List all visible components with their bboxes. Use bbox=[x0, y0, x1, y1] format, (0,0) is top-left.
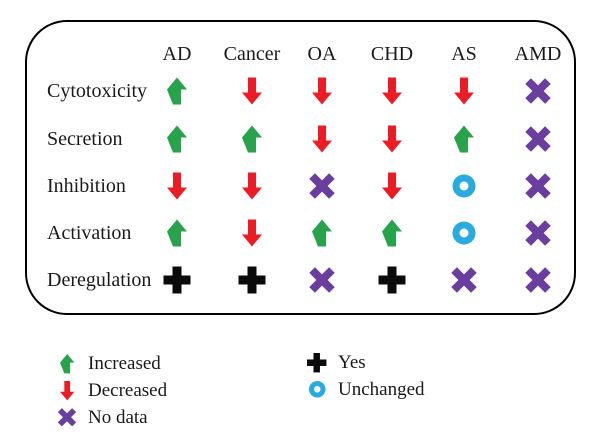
down-arrow-icon bbox=[167, 172, 187, 200]
up-arrow-icon bbox=[454, 125, 474, 153]
cell-deregulation-ad bbox=[163, 266, 191, 294]
cell-deregulation-chd bbox=[378, 266, 406, 294]
legend-icon-wrap bbox=[304, 381, 330, 398]
legend-item-unchanged: Unchanged bbox=[304, 376, 425, 403]
legend-label-decreased: Decreased bbox=[88, 380, 168, 401]
up-arrow-icon bbox=[167, 125, 187, 153]
cell-secretion-oa bbox=[312, 125, 332, 153]
down-arrow-icon bbox=[382, 77, 402, 105]
cross-icon bbox=[525, 78, 551, 104]
legend-icon-wrap bbox=[54, 408, 80, 427]
cell-cytotoxicity-cancer bbox=[242, 77, 262, 105]
ring-icon bbox=[452, 221, 476, 245]
plus-icon bbox=[378, 266, 406, 294]
row-label-cytotoxicity: Cytotoxicity bbox=[47, 80, 147, 102]
legend-item-yes: Yes bbox=[304, 349, 425, 376]
cross-icon bbox=[309, 267, 335, 293]
ring-icon bbox=[308, 381, 326, 398]
down-arrow-icon bbox=[312, 125, 332, 153]
cross-icon bbox=[57, 408, 77, 427]
down-arrow-icon bbox=[454, 77, 474, 105]
cell-inhibition-ad bbox=[167, 172, 187, 200]
cell-inhibition-chd bbox=[382, 172, 402, 200]
row-label-deregulation: Deregulation bbox=[47, 269, 152, 291]
cross-icon bbox=[525, 126, 551, 152]
cell-deregulation-as bbox=[451, 267, 477, 293]
cell-cytotoxicity-amd bbox=[525, 78, 551, 104]
legend-item-decreased: Decreased bbox=[54, 377, 167, 404]
cell-secretion-amd bbox=[525, 126, 551, 152]
cell-activation-oa bbox=[312, 219, 332, 247]
column-header-cancer: Cancer bbox=[223, 43, 281, 65]
up-arrow-icon bbox=[312, 219, 332, 247]
cell-cytotoxicity-ad bbox=[167, 77, 187, 105]
row-label-secretion: Secretion bbox=[47, 128, 123, 150]
down-arrow-icon bbox=[59, 380, 75, 401]
column-header-chd: CHD bbox=[370, 43, 414, 65]
cell-deregulation-cancer bbox=[238, 266, 266, 294]
cell-inhibition-oa bbox=[309, 173, 335, 199]
down-arrow-icon bbox=[242, 172, 262, 200]
up-arrow-icon bbox=[242, 125, 262, 153]
cell-inhibition-as bbox=[452, 174, 476, 198]
legend-icon-wrap bbox=[54, 353, 80, 374]
row-label-inhibition: Inhibition bbox=[47, 175, 126, 197]
cell-inhibition-amd bbox=[525, 173, 551, 199]
cross-icon bbox=[525, 267, 551, 293]
cell-cytotoxicity-oa bbox=[312, 77, 332, 105]
legend-label-no-data: No data bbox=[88, 407, 148, 428]
column-header-as: AS bbox=[451, 43, 477, 65]
cell-cytotoxicity-as bbox=[454, 77, 474, 105]
column-header-amd: AMD bbox=[514, 43, 562, 65]
legend-item-no-data: No data bbox=[54, 404, 167, 431]
column-header-ad: AD bbox=[162, 43, 192, 65]
cross-icon bbox=[525, 220, 551, 246]
cell-secretion-ad bbox=[167, 125, 187, 153]
legend-item-increased: Increased bbox=[54, 350, 167, 377]
cross-icon bbox=[525, 173, 551, 199]
cell-activation-cancer bbox=[242, 219, 262, 247]
plus-icon bbox=[238, 266, 266, 294]
up-arrow-icon bbox=[59, 353, 75, 374]
cell-activation-as bbox=[452, 221, 476, 245]
up-arrow-icon bbox=[167, 77, 187, 105]
up-arrow-icon bbox=[167, 219, 187, 247]
legend-label-unchanged: Unchanged bbox=[338, 379, 425, 400]
cell-deregulation-oa bbox=[309, 267, 335, 293]
cell-secretion-chd bbox=[382, 125, 402, 153]
cross-icon bbox=[309, 173, 335, 199]
cell-secretion-cancer bbox=[242, 125, 262, 153]
down-arrow-icon bbox=[382, 125, 402, 153]
cell-deregulation-amd bbox=[525, 267, 551, 293]
down-arrow-icon bbox=[242, 219, 262, 247]
down-arrow-icon bbox=[312, 77, 332, 105]
cell-inhibition-cancer bbox=[242, 172, 262, 200]
down-arrow-icon bbox=[242, 77, 262, 105]
legend-label-increased: Increased bbox=[88, 353, 161, 374]
cell-activation-amd bbox=[525, 220, 551, 246]
ring-icon bbox=[452, 174, 476, 198]
row-label-activation: Activation bbox=[47, 222, 132, 244]
cross-icon bbox=[451, 267, 477, 293]
column-header-oa: OA bbox=[307, 43, 337, 65]
cell-activation-ad bbox=[167, 219, 187, 247]
cell-activation-chd bbox=[382, 219, 402, 247]
plus-icon bbox=[163, 266, 191, 294]
down-arrow-icon bbox=[382, 172, 402, 200]
legend-label-yes: Yes bbox=[338, 352, 366, 373]
plus-icon bbox=[307, 352, 327, 373]
cell-cytotoxicity-chd bbox=[382, 77, 402, 105]
legend-icon-wrap bbox=[54, 380, 80, 401]
up-arrow-icon bbox=[382, 219, 402, 247]
legend-icon-wrap bbox=[304, 352, 330, 373]
cell-secretion-as bbox=[454, 125, 474, 153]
